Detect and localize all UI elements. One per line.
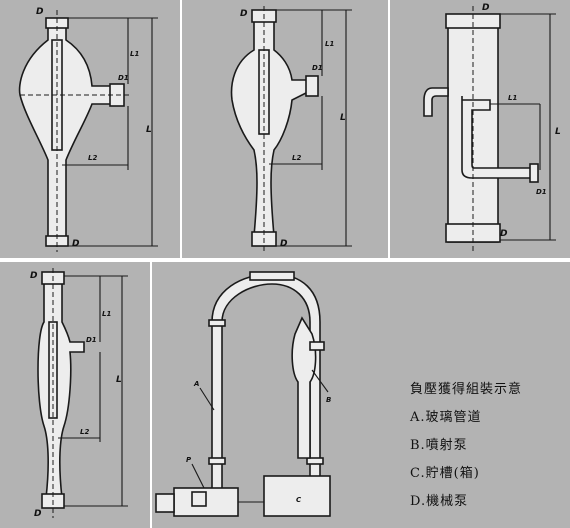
vacuum-assembly-drawing: A B C P	[155, 271, 331, 517]
label-L1: L1	[130, 50, 139, 58]
label-D-top: D	[36, 7, 44, 17]
label-L: L	[116, 375, 122, 385]
ejector-B-inlet	[309, 341, 325, 351]
label-P: P	[186, 456, 192, 464]
label-L: L	[340, 113, 346, 123]
label-D-bottom: D	[280, 239, 288, 249]
leader-A	[199, 387, 215, 411]
label-D-bottom: D	[72, 239, 80, 249]
slim-body	[37, 273, 85, 499]
label-L1: L1	[325, 40, 334, 48]
label-L: L	[146, 125, 152, 135]
label-D-bottom: D	[34, 509, 42, 519]
label-L2: L2	[80, 428, 89, 436]
label-D1: D1	[86, 336, 97, 344]
label-L2: L2	[88, 154, 97, 162]
bulb-side-collar	[305, 75, 319, 97]
legend-title: 負壓獲得組裝示意	[410, 382, 523, 397]
legend-item-c: C.貯槽(箱)	[410, 466, 480, 481]
storage-tank-C	[263, 475, 331, 517]
ejector-tube-drawing: D D D1 L L1	[423, 3, 561, 252]
label-C: C	[296, 496, 302, 504]
ejector-pear-drawing: D D D1 L L1 L2	[18, 7, 158, 252]
label-D-top: D	[240, 9, 248, 19]
label-D-top: D	[482, 3, 490, 13]
label-D-top: D	[30, 271, 38, 281]
tube-hook-inlet	[423, 87, 449, 117]
leader-P	[191, 463, 205, 489]
label-B: B	[326, 396, 331, 404]
label-D1: D1	[536, 188, 547, 196]
legend-item-b: B.噴射泵	[410, 438, 468, 453]
tube-inner-bend	[461, 96, 533, 179]
tube-side-collar	[529, 163, 539, 183]
label-D1: D1	[312, 64, 323, 72]
ejector-bulb-drawing: D D D1 L L1 L2	[230, 6, 352, 252]
label-L2: L2	[292, 154, 301, 162]
slim-inner-nozzle	[48, 321, 58, 419]
panel-ejector-pear: D D D1 L L1 L2	[0, 0, 180, 258]
assembly-legend: 負壓獲得組裝示意 A.玻璃管道 B.噴射泵 C.貯槽(箱) D.機械泵	[410, 378, 568, 518]
panel-ejector-tube: D D D1 L L1	[390, 0, 570, 258]
legend-item-a: A.玻璃管道	[410, 410, 482, 425]
label-L: L	[555, 127, 561, 137]
legend-item-d: D.機械泵	[410, 494, 469, 509]
panel-ejector-bulb: D D D1 L L1 L2	[182, 0, 388, 258]
leader-B	[311, 369, 329, 393]
ejector-slim-drawing: D D D1 L L1 L2	[30, 268, 128, 519]
label-D-bottom: D	[500, 229, 508, 239]
label-A: A	[193, 380, 199, 388]
label-L1: L1	[102, 310, 111, 318]
panel-ejector-slim: D D D1 L L1 L2	[0, 262, 150, 528]
panel-vacuum-assembly: A B C P	[152, 262, 570, 528]
pear-body	[18, 21, 113, 241]
label-D1: D1	[118, 74, 129, 82]
label-L1: L1	[508, 94, 517, 102]
